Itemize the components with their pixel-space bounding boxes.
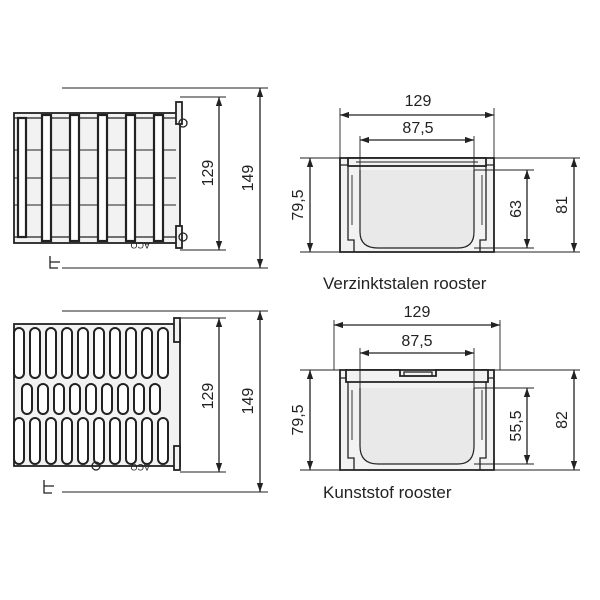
bottom-plan-view: ACO 129 149 <box>13 310 268 494</box>
top-plan-view: ACO 129 149 <box>13 87 268 269</box>
top-section-dim-63: 63 <box>508 200 525 218</box>
bottom-plan-brand: ACO <box>130 462 150 472</box>
top-plan-dim-149: 149 <box>240 165 257 192</box>
top-plan-dim-129: 129 <box>200 160 217 187</box>
top-section-view: 129 87,5 79,5 63 81 Verzinktstalen roost… <box>290 93 580 293</box>
top-section-dim-81: 81 <box>554 196 571 214</box>
top-section-caption: Verzinktstalen rooster <box>323 274 487 293</box>
bottom-section-view: 129 87,5 79,5 55,5 82 Kunststof rooster <box>290 304 580 502</box>
top-section-dim-129: 129 <box>405 93 432 110</box>
bottom-section-dim-79-5: 79,5 <box>290 404 307 435</box>
bottom-section-dim-55-5: 55,5 <box>508 410 525 441</box>
bottom-section-dim-82: 82 <box>554 411 571 429</box>
bottom-plan-dim-129: 129 <box>200 383 217 410</box>
bottom-section-dim-129: 129 <box>404 304 431 321</box>
bottom-plan-dim-149: 149 <box>240 388 257 415</box>
bottom-section-dim-87-5: 87,5 <box>401 333 432 350</box>
top-section-dim-79-5: 79,5 <box>290 189 307 220</box>
bottom-section-caption: Kunststof rooster <box>323 483 452 502</box>
top-plan-brand: ACO <box>130 240 150 250</box>
top-section-dim-87-5: 87,5 <box>402 120 433 137</box>
